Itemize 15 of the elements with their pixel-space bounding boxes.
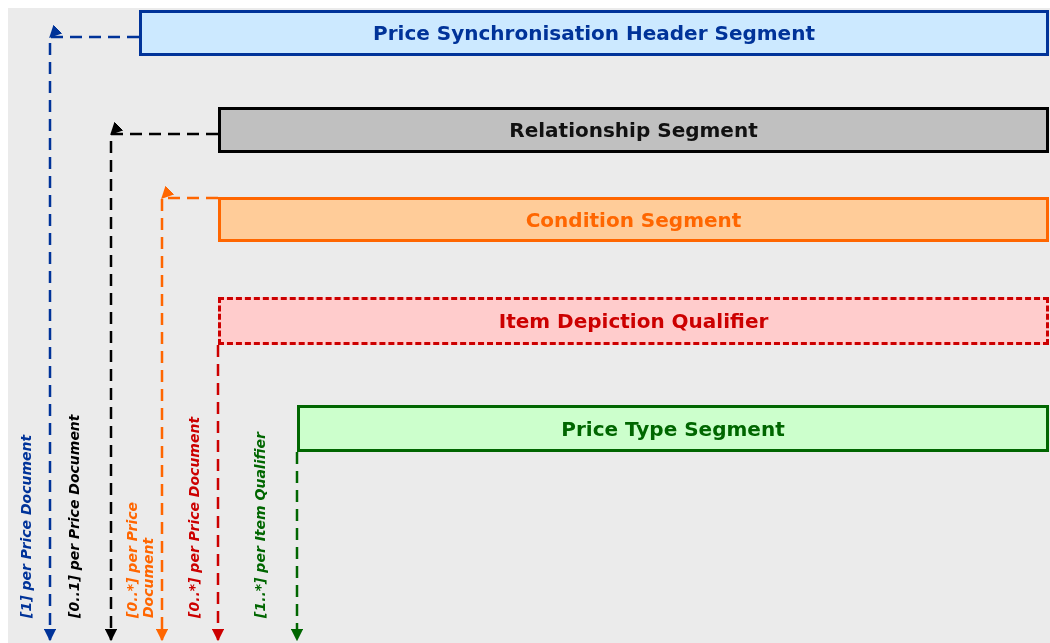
dashed-arrow — [44, 25, 139, 641]
edge-label: [1] per Price Document — [18, 433, 35, 618]
segment-box: Relationship Segment — [218, 107, 1049, 153]
edge-label: [0..1] per Price Document — [66, 413, 83, 618]
edge-label: [1..*] per Item Qualifier — [252, 430, 269, 618]
segment-box: Item Depiction Qualifier — [218, 297, 1049, 345]
dashed-arrow — [212, 345, 224, 641]
edge-label: [0..*] per Price Document — [124, 501, 157, 618]
dashed-arrow — [105, 122, 218, 641]
edge-label: [0..*] per Price Document — [186, 415, 203, 618]
segment-box: Price Type Segment — [297, 405, 1049, 452]
dashed-arrow — [156, 186, 218, 641]
dashed-arrow — [291, 452, 303, 641]
segment-box: Condition Segment — [218, 197, 1049, 242]
segment-box: Price Synchronisation Header Segment — [139, 10, 1049, 56]
